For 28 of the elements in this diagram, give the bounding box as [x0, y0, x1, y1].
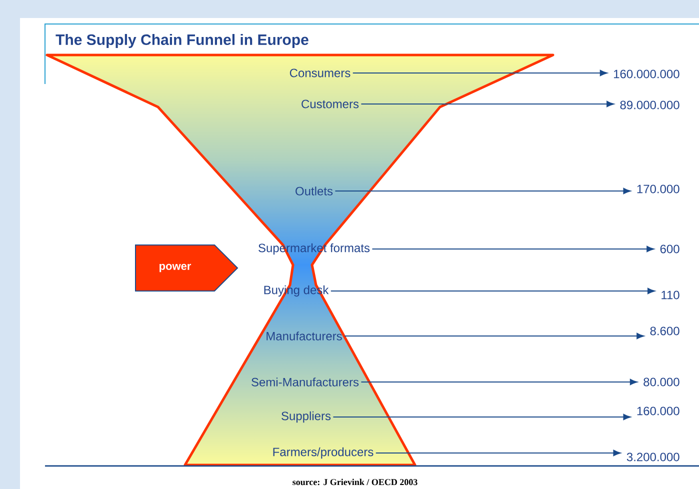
stage-label: Consumers	[290, 68, 350, 78]
arrow	[334, 188, 631, 194]
stage-label: Outlets	[296, 186, 333, 196]
arrow	[360, 378, 638, 386]
arrow	[352, 70, 608, 76]
count-value: 160.000.000	[614, 70, 680, 78]
count-value: 110	[662, 290, 680, 300]
arrow	[332, 414, 631, 420]
count-value: 170.000	[637, 184, 680, 194]
source-note: source: J Grievink / OECD 2003	[292, 478, 418, 486]
stage-label: Supermarket formats	[258, 243, 370, 255]
arrow	[375, 450, 621, 456]
arrow	[330, 288, 655, 294]
count-value: 3.200.000	[626, 452, 680, 462]
count-value: 80.000	[644, 378, 680, 386]
stage-label: Farmers/producers	[273, 447, 374, 459]
stage-label: Manufacturers	[266, 332, 342, 340]
stage-label: Suppliers	[282, 411, 331, 423]
count-value: 160.000	[637, 406, 680, 416]
arrow	[360, 100, 614, 108]
arrow	[344, 332, 644, 340]
stage-label: Customers	[302, 100, 359, 108]
arrow	[372, 246, 654, 252]
count-value: 89.000.000	[620, 100, 680, 110]
title: The Supply Chain Funnel in Europe	[56, 34, 308, 48]
count-value: 8.600	[650, 326, 680, 336]
count-value: 600	[660, 244, 680, 254]
stage-label: Semi-Manufacturers	[252, 378, 359, 386]
